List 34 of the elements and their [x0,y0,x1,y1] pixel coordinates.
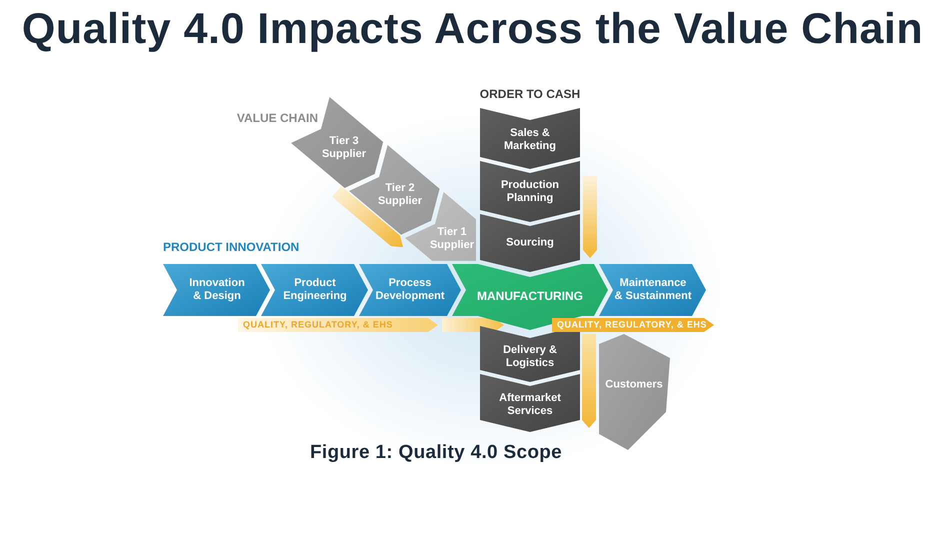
step-label: Aftermarket Services [498,392,562,418]
process-step [359,264,461,316]
process-step [480,161,580,222]
stream-heading: PRODUCT INNOVATION [163,241,300,255]
customers-hexagon [599,334,670,450]
process-step [480,214,580,272]
process-step [261,264,368,316]
step-label: Tier 2 Supplier [376,182,423,208]
step-label: Sourcing [506,236,554,250]
process-step [599,264,706,316]
flow-band [582,334,596,428]
step-label: Process Development [374,276,446,304]
process-step [480,374,580,432]
band-label: QUALITY, REGULATORY, & EHS [557,320,707,330]
step-label: Tier 1 Supplier [428,226,475,252]
stream-heading: ORDER TO CASH [480,88,580,102]
step-label: Product Engineering [282,276,348,304]
step-label: Tier 3 Supplier [320,134,367,162]
diagram-title: Quality 4.0 Impacts Across the Value Chain [22,6,924,54]
process-step [480,108,580,169]
band-label: QUALITY, REGULATORY, & EHS [243,320,393,330]
stream-heading: VALUE CHAIN [236,112,318,126]
step-label: Delivery & Logistics [502,344,558,370]
flow-band [552,318,714,332]
step-label: Production Planning [500,178,560,206]
step-label: MANUFACTURING [477,288,583,304]
step-label: Customers [605,378,663,392]
step-label: Innovation & Design [188,276,246,304]
process-step [163,264,270,316]
figure-caption: Figure 1: Quality 4.0 Scope [310,442,562,464]
step-label: Maintenance & Sustainment [614,276,692,304]
flow-band [238,318,438,332]
flow-band [583,176,597,258]
step-label: Sales & Marketing [503,126,557,154]
